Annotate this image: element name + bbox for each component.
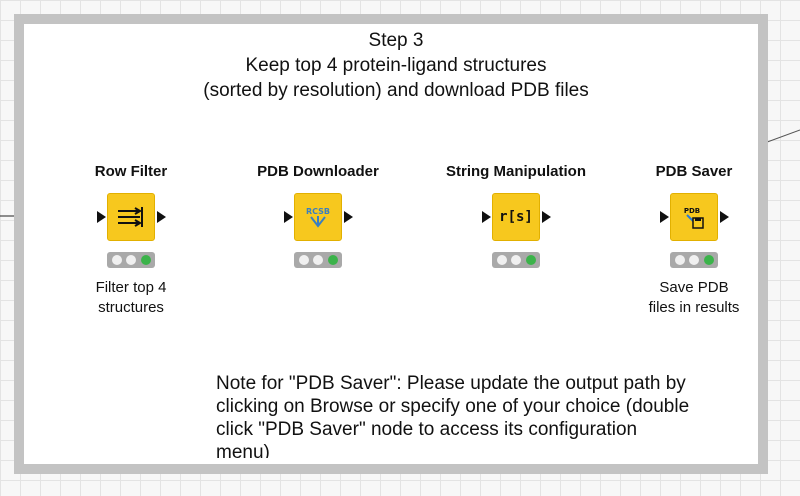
- status-light-green: [703, 255, 714, 265]
- annotation-note-line: click "PDB Saver" node to access its con…: [216, 419, 638, 440]
- row-filter-icon[interactable]: [107, 193, 155, 241]
- annotation-title-line: Step 3: [368, 30, 424, 51]
- output-port[interactable]: [344, 211, 353, 223]
- node-description-line: files in results: [648, 299, 740, 316]
- rcsb-label: RCSB: [306, 207, 330, 216]
- status-light-yellow: [689, 255, 699, 265]
- annotation-note[interactable]: Note for "PDB Saver": Please update the …: [216, 372, 766, 458]
- input-port[interactable]: [97, 211, 106, 223]
- string-manipulation-label: r[s]: [499, 209, 533, 225]
- status-light-yellow: [126, 255, 136, 265]
- node-title[interactable]: String Manipulation: [446, 163, 586, 180]
- node-pdb-downloader[interactable]: PDB Downloader RCSB: [238, 160, 398, 330]
- input-port[interactable]: [660, 211, 669, 223]
- status-light-green: [327, 255, 338, 265]
- input-port[interactable]: [482, 211, 491, 223]
- node-description[interactable]: Save PDB files in results: [614, 278, 774, 318]
- status-light-red: [111, 255, 122, 265]
- string-manipulation-icon[interactable]: r[s]: [492, 193, 540, 241]
- node-title[interactable]: PDB Downloader: [257, 163, 379, 180]
- status-light-yellow: [511, 255, 521, 265]
- output-port[interactable]: [542, 211, 551, 223]
- status-light-red: [298, 255, 309, 265]
- node-string-manipulation[interactable]: String Manipulation r[s]: [436, 160, 596, 330]
- annotation-title: Step 3 Keep top 4 protein-ligand structu…: [24, 28, 768, 103]
- annotation-title-line: (sorted by resolution) and download PDB …: [203, 80, 589, 101]
- node-description-line: Save PDB: [659, 279, 729, 296]
- status-light-yellow: [313, 255, 323, 265]
- node-description-line: Filter top 4: [95, 279, 167, 296]
- node-row-filter[interactable]: Row Filter Filter top 4 structures: [51, 160, 211, 330]
- annotation-note-line: Note for "PDB Saver": Please update the …: [216, 373, 686, 394]
- status-light-red: [674, 255, 685, 265]
- rcsb-download-icon[interactable]: RCSB: [294, 193, 342, 241]
- status-light-green: [525, 255, 536, 265]
- input-port[interactable]: [284, 211, 293, 223]
- status-light-green: [140, 255, 151, 265]
- annotation-note-line: menu): [216, 442, 270, 458]
- output-port[interactable]: [720, 211, 729, 223]
- workflow-annotation-box[interactable]: [14, 14, 768, 474]
- pdb-saver-icon[interactable]: PDB: [670, 193, 718, 241]
- annotation-title-line: Keep top 4 protein-ligand structures: [245, 55, 547, 76]
- node-description-line: structures: [98, 299, 164, 316]
- node-status-traffic-light: [107, 252, 155, 268]
- node-status-traffic-light: [492, 252, 540, 268]
- node-title[interactable]: PDB Saver: [655, 163, 733, 180]
- pdb-label: PDB: [684, 207, 700, 215]
- node-status-traffic-light: [294, 252, 342, 268]
- node-title[interactable]: Row Filter: [94, 163, 168, 180]
- output-port[interactable]: [157, 211, 166, 223]
- status-light-red: [496, 255, 507, 265]
- node-pdb-saver[interactable]: PDB Saver PDB Save PDB files in results: [614, 160, 774, 330]
- node-description[interactable]: Filter top 4 structures: [51, 278, 211, 318]
- annotation-note-line: clicking on Browse or specify one of you…: [216, 396, 690, 417]
- node-status-traffic-light: [670, 252, 718, 268]
